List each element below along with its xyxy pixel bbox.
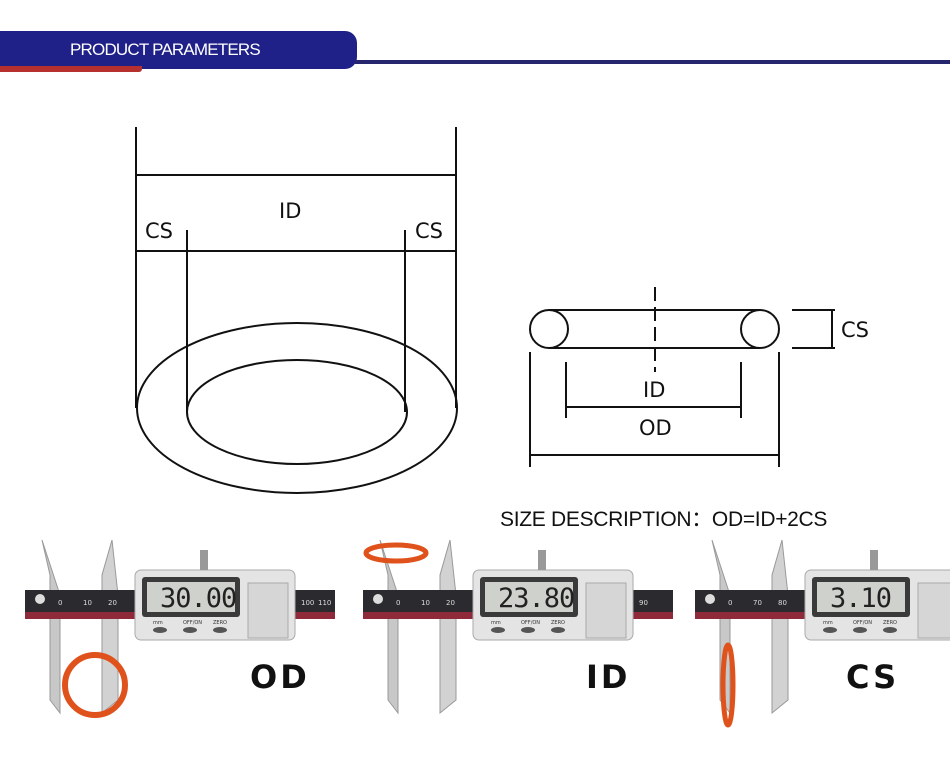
thumb-screw <box>538 550 546 570</box>
caliper-button-label: mm <box>491 620 501 626</box>
thumb-screw <box>200 550 208 570</box>
section-od-label: OD <box>639 416 672 440</box>
id-label: ID <box>586 658 631 696</box>
cs-label: CS <box>846 658 900 696</box>
lcd-display <box>817 582 905 612</box>
caliper-button-label: OFF/ON <box>853 620 872 626</box>
header-banner <box>0 31 357 69</box>
lcd-reading: 30.00 <box>160 583 236 614</box>
top-cs-left-label: CS <box>145 219 173 243</box>
sliding-jaw <box>439 539 457 715</box>
sliding-jaw <box>771 539 789 715</box>
caliper-button <box>853 627 867 633</box>
section-cs-label: CS <box>841 318 869 342</box>
size-description: SIZE DESCRIPTION：OD=ID+2CS <box>500 508 828 531</box>
section-circle-right <box>740 309 780 349</box>
thumb-screw <box>870 550 878 570</box>
caliper-button <box>551 627 565 633</box>
oring-sample <box>62 652 128 718</box>
oring-sample <box>720 642 736 728</box>
top-cs-right-label: CS <box>415 219 443 243</box>
caliper-button <box>491 627 505 633</box>
lcd-display <box>485 582 573 612</box>
caliper-button <box>883 627 897 633</box>
oring-dimension-diagram: ID CS CS CS ID OD <box>135 127 869 494</box>
lcd-reading: 23.80 <box>498 583 574 614</box>
scale-tick-label: 0 <box>728 599 732 607</box>
oring-outer-ellipse <box>136 322 458 494</box>
scale-tick-label: 20 <box>108 599 117 607</box>
caliper-button <box>823 627 837 633</box>
scale-tick-label: 20 <box>446 599 455 607</box>
caliper-cs-photo: 3.10 0 70 80 mm OFF/ON ZERO <box>690 535 950 735</box>
header-red-accent <box>0 66 142 72</box>
scale-tick-label: 0 <box>58 599 62 607</box>
caliper-button-label: OFF/ON <box>521 620 540 626</box>
brand-logo-icon <box>373 594 383 604</box>
oring-inner-ellipse <box>186 359 408 465</box>
top-id-label: ID <box>279 199 301 223</box>
scale-tick-label: 10 <box>421 599 430 607</box>
caliper-button-label: ZERO <box>883 620 897 626</box>
caliper-button-label: mm <box>823 620 833 626</box>
sliding-jaw <box>101 539 119 715</box>
scale-tick-label: 80 <box>778 599 787 607</box>
caliper-button <box>153 627 167 633</box>
scale-tick-label: 0 <box>396 599 400 607</box>
lcd-reading: 3.10 <box>830 583 891 614</box>
od-label: OD <box>250 658 310 696</box>
caliper-side-plate <box>247 582 289 639</box>
brand-logo-icon <box>705 594 715 604</box>
caliper-button <box>183 627 197 633</box>
header-title: PRODUCT PARAMETERS <box>70 40 261 59</box>
caliper-button <box>521 627 535 633</box>
section-circle-left <box>529 309 569 349</box>
caliper-button-label: mm <box>153 620 163 626</box>
caliper-button-label: ZERO <box>213 620 227 626</box>
lcd-display <box>147 582 235 612</box>
scale-tick-label: 110 <box>318 599 331 607</box>
section-id-label: ID <box>643 378 665 402</box>
header-rule <box>355 60 950 64</box>
oring-sample <box>363 542 429 564</box>
fixed-jaw <box>379 539 399 715</box>
caliper-id-photo: 23.80 0 10 20 90 mm OFF/ON ZERO <box>358 535 678 735</box>
caliper-od-photo: 30.00 0 10 20 100 110 mm OFF/ON ZERO <box>20 535 340 735</box>
fixed-jaw <box>41 539 61 715</box>
scale-tick-label: 90 <box>639 599 648 607</box>
scale-tick-label: 10 <box>83 599 92 607</box>
caliper-button-label: OFF/ON <box>183 620 202 626</box>
brand-logo-icon <box>35 594 45 604</box>
caliper-side-plate <box>917 582 950 639</box>
scale-tick-label: 100 <box>301 599 314 607</box>
caliper-button-label: ZERO <box>551 620 565 626</box>
caliper-side-plate <box>585 582 627 639</box>
caliper-button <box>213 627 227 633</box>
scale-tick-label: 70 <box>753 599 762 607</box>
